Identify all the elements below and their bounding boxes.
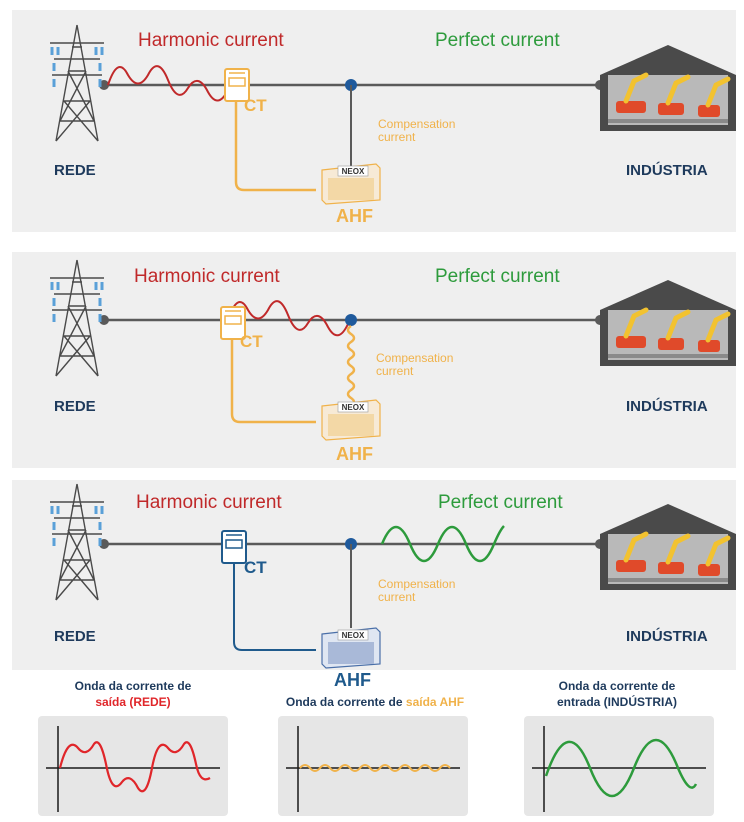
harmonic-wave xyxy=(227,300,349,337)
industry-label: INDÚSTRIA xyxy=(626,162,708,179)
caption-line: Onda da corrente de xyxy=(285,695,406,709)
compensation-label: Compensation current xyxy=(378,117,456,144)
ct-label: CT xyxy=(244,558,267,577)
waveform-industry-input xyxy=(524,716,714,816)
ct-wire xyxy=(230,330,316,424)
ct-label: CT xyxy=(244,96,267,115)
ahf-label: AHF xyxy=(336,206,373,226)
waveform-ahf-output xyxy=(278,716,468,816)
compensation-label: Compensation current xyxy=(378,577,456,604)
ahf-label: AHF xyxy=(334,670,371,690)
ahf-label: AHF xyxy=(336,444,373,464)
compensation-coil xyxy=(346,324,356,408)
industry-label: INDÚSTRIA xyxy=(626,398,708,415)
compensation-label: Compensation current xyxy=(376,351,454,378)
harmonic-wave xyxy=(107,65,229,102)
ahf-device-icon: NEOX xyxy=(321,399,381,441)
device-brand-label: NEOX xyxy=(342,631,365,640)
perfect-current-label: Perfect current xyxy=(435,30,560,51)
ripple-wave xyxy=(299,764,451,772)
caption-line: Onda da corrente de xyxy=(74,679,192,693)
ct-label: CT xyxy=(240,332,263,351)
ahf-device-icon: NEOX xyxy=(321,627,381,669)
ct-wire xyxy=(233,552,316,651)
grid-label: REDE xyxy=(54,398,96,415)
caption-highlight: saída AHF xyxy=(405,695,465,709)
factory-icon xyxy=(600,504,736,590)
caption-highlight: entrada (INDÚSTRIA) xyxy=(556,695,677,709)
power-tower-icon xyxy=(50,24,104,142)
grid-label: REDE xyxy=(54,628,96,645)
device-brand-label: NEOX xyxy=(342,167,365,176)
caption-highlight: saída (REDE) xyxy=(95,695,171,709)
factory-icon xyxy=(600,280,736,366)
current-transformer-icon xyxy=(221,530,247,564)
harmonic-current-label: Harmonic current xyxy=(134,266,280,287)
caption-line: Onda da corrente de xyxy=(558,679,676,693)
waveform-grid-output xyxy=(38,716,228,816)
ct-wire xyxy=(234,95,316,192)
harmonic-current-label: Harmonic current xyxy=(136,492,282,513)
current-transformer-icon xyxy=(224,68,250,102)
perfect-current-label: Perfect current xyxy=(435,266,560,287)
perfect-wave xyxy=(380,525,505,563)
industry-label: INDÚSTRIA xyxy=(626,628,708,645)
distorted-wave xyxy=(58,741,211,793)
device-brand-label: NEOX xyxy=(342,403,365,412)
waveform-caption-grid: Onda da corrente de saída (REDE) xyxy=(38,678,228,710)
perfect-current-label: Perfect current xyxy=(438,492,563,513)
factory-icon xyxy=(600,45,736,131)
ahf-device-icon: NEOX xyxy=(321,163,381,205)
grid-label: REDE xyxy=(54,162,96,179)
waveform-caption-ahf: Onda da corrente de saída AHF xyxy=(270,694,480,710)
power-tower-icon xyxy=(50,259,104,377)
current-transformer-icon xyxy=(220,306,246,340)
sine-wave xyxy=(544,738,698,798)
waveform-caption-industry: Onda da corrente de entrada (INDÚSTRIA) xyxy=(522,678,712,710)
power-tower-icon xyxy=(50,483,104,601)
harmonic-current-label: Harmonic current xyxy=(138,30,284,51)
